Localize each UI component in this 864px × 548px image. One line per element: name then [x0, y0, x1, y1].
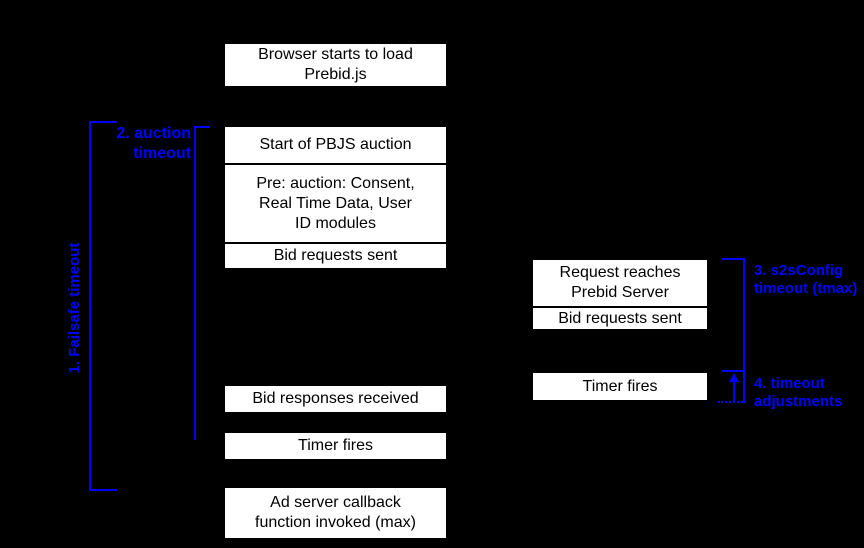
adjustment-dotted-line [718, 401, 746, 403]
s2s-bracket-tail-line [743, 372, 745, 403]
request-reaches-server-box: Request reaches Prebid Server [533, 260, 707, 306]
timer-fires-box-server: Timer fires [533, 373, 707, 400]
pre-auction-modules-box: Pre: auction: Consent, Real Time Data, U… [225, 165, 446, 242]
timeout-adjustments-label: 4. timeout adjustments [754, 375, 843, 410]
failsafe-timeout-label: 1. Failsafe timeout [66, 242, 83, 374]
auction-timeout-label: 2. auction timeout [116, 125, 191, 162]
ad-server-callback-box: Ad server callback function invoked (max… [225, 488, 446, 538]
browser-load-box: Browser starts to load Prebid.js [225, 44, 446, 86]
failsafe-timeout-bracket [89, 121, 117, 491]
auction-start-box: Start of PBJS auction [225, 127, 446, 163]
adjustment-up-arrow-icon [729, 373, 739, 382]
bid-requests-sent-box: Bid requests sent [225, 244, 446, 268]
bid-responses-received-box: Bid responses received [225, 386, 446, 412]
timer-fires-box-client: Timer fires [225, 433, 446, 459]
s2s-timeout-label: 3. s2sConfig timeout (tmax) [754, 262, 858, 297]
s2s-timeout-bracket [722, 258, 745, 372]
bid-requests-sent-server-box: Bid requests sent [533, 308, 707, 329]
auction-timeout-bracket [194, 126, 210, 440]
adjustment-up-arrow-shaft [733, 381, 735, 401]
